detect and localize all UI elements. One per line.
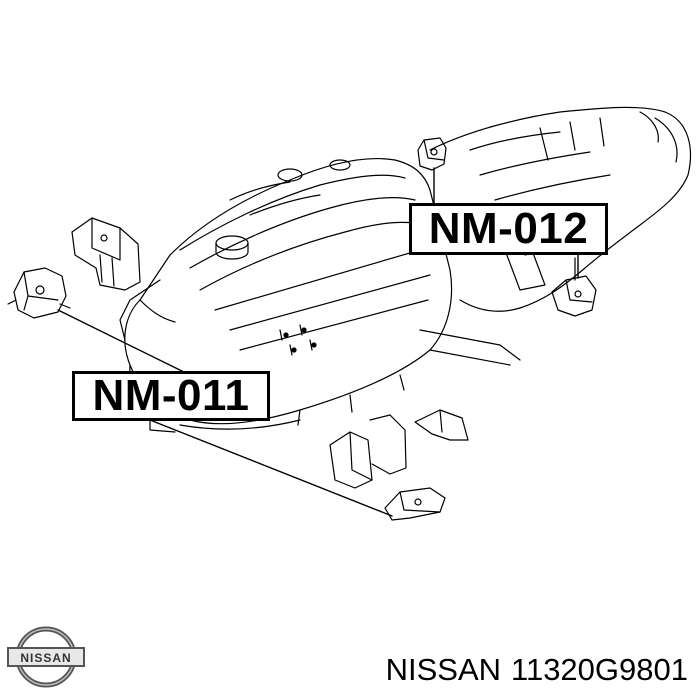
callout-nm-012: NM-012 (409, 203, 608, 255)
mount-bracket-lower (329, 409, 469, 521)
leader-lines (57, 167, 579, 517)
part-caption: NISSAN 11320G9801 (386, 652, 688, 688)
leader-nm-011-left (57, 309, 191, 376)
brand-name: NISSAN (385, 652, 502, 687)
nissan-logo: NISSAN (7, 626, 85, 688)
nm-012-mount-part (417, 137, 447, 171)
callout-nm-011: NM-011 (72, 371, 270, 421)
part-number: 11320G9801 (511, 652, 688, 687)
leader-nm-011-lower (149, 419, 393, 517)
nissan-logo-text: NISSAN (20, 651, 71, 665)
mount-bracket-right (551, 257, 597, 317)
mount-bracket-left (71, 217, 141, 291)
nm-011-mount-part (7, 267, 71, 319)
